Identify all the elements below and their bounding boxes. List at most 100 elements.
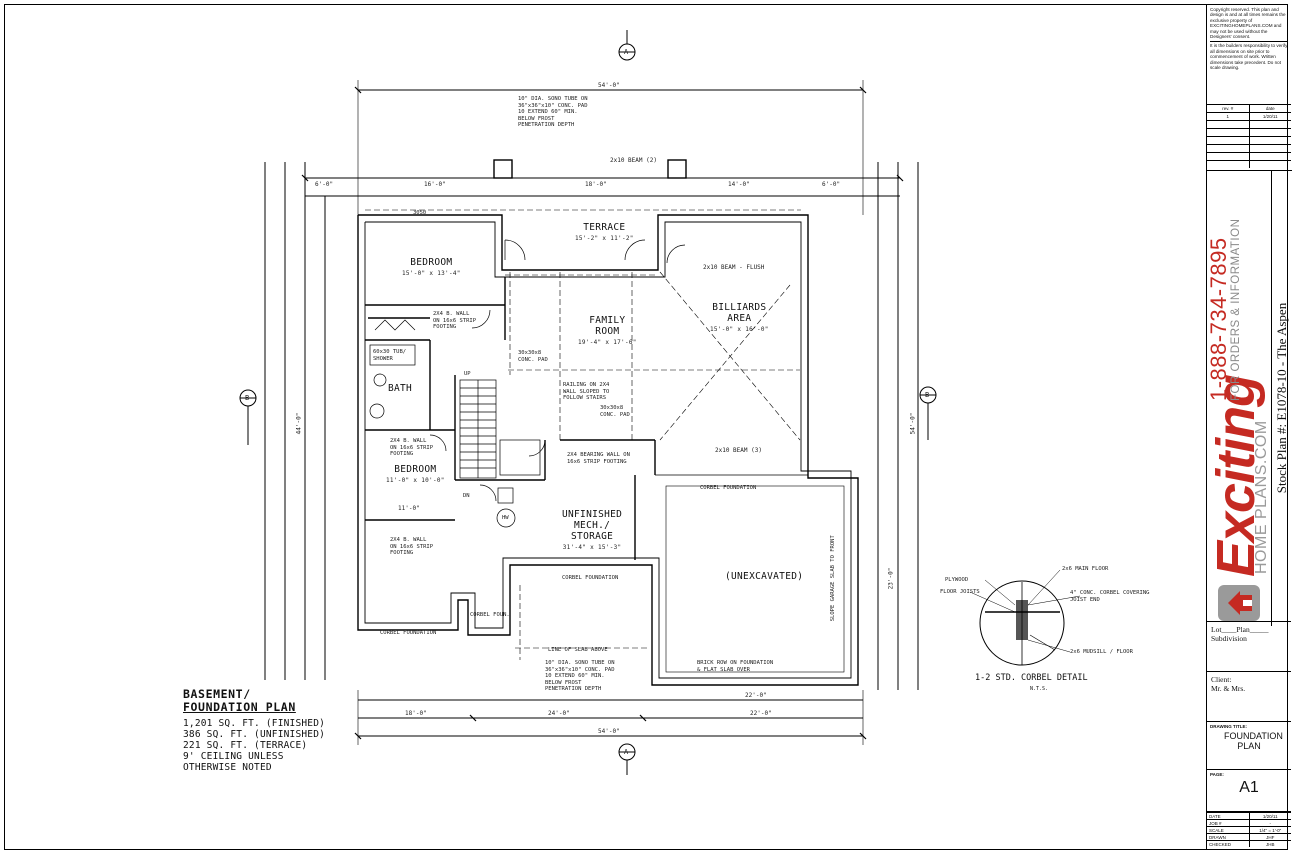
room-unexcavated: (UNEXCAVATED): [725, 571, 804, 582]
corbel-detail-caption: 1-2 STD. CORBEL DETAIL: [975, 673, 1088, 683]
subdivision-field: Subdivision: [1211, 634, 1247, 643]
stock-plan-panel: Stock Plan #: E1078-10 - The Aspen: [1271, 170, 1292, 626]
room-bedroom-2: BEDROOM 11'-0" x 10'-0": [386, 464, 445, 486]
page-label: PAGE:: [1210, 772, 1224, 777]
copyright-notice: Copyright reserved. This plan and design…: [1210, 7, 1288, 71]
dim-top-mid: 18'-0": [585, 181, 607, 188]
dim-top-left: 16'-0": [424, 181, 446, 188]
legend-unfinished: 386 SQ. FT. (UNFINISHED): [183, 729, 326, 740]
note-corbel-4: CORBEL FOUN.: [470, 612, 510, 618]
section-marker-a-top: A: [624, 48, 629, 56]
room-billiards-name: BILLIARDS: [712, 302, 767, 313]
section-marker-b-right: B: [925, 391, 930, 399]
room-family-name: FAMILY: [589, 315, 626, 326]
room-unfinished: UNFINISHED MECH./ STORAGE 31'-4" x 15'-3…: [562, 509, 622, 553]
legend-terrace: 221 SQ. FT. (TERRACE): [183, 740, 308, 751]
dim-top-right: 14'-0": [728, 181, 750, 188]
note-brick-row: BRICK ROW ON FOUNDATION & FLAT SLAB OVER: [697, 660, 774, 673]
stair-up-label: UP: [464, 371, 471, 377]
brand-orders: FOR ORDERS & INFORMATION: [1230, 218, 1242, 401]
room-bedroom-1: BEDROOM 15'-0" x 13'-4": [402, 257, 461, 279]
title-block: Copyright reserved. This plan and design…: [1206, 4, 1292, 850]
note-sonotube-top: 10" DIA. SONO TUBE ON 36"x36"x10" CONC. …: [518, 96, 588, 128]
note-pad-2: 30x30x8 CONC. PAD: [600, 405, 630, 418]
dim-bottom-right: 22'-0": [750, 710, 772, 717]
section-marker-b-left: B: [245, 394, 250, 402]
stair-dn-label: DN: [463, 493, 470, 499]
room-terrace-name: TERRACE: [583, 222, 626, 233]
room-unfinished-size: 31'-4" x 15'-3": [562, 544, 622, 551]
note-slab-line: LINE OF SLAB ABOVE: [548, 647, 608, 653]
room-family-size: 19'-4" x 17'-6": [578, 339, 637, 346]
plan-title-line-1: BASEMENT/: [183, 687, 251, 701]
beam-top-label: 2x10 BEAM (2): [610, 157, 657, 164]
brand-panel: Exciting HOME PLANS.COM 1-888-734-7895 F…: [1206, 170, 1271, 626]
room-billiards: BILLIARDS AREA 15'-0" x 16'-0": [710, 302, 769, 335]
lot-section: Lot____Plan_____ Subdivision: [1207, 621, 1291, 671]
note-wall-2: 2X4 B. WALL ON 16x6 STRIP FOOTING: [390, 438, 434, 457]
note-pad-1: 30x30x8 CONC. PAD: [518, 350, 548, 363]
legend-otherwise: OTHERWISE NOTED: [183, 762, 272, 773]
corbel-label-mudsill: 2x6 MUDSILL / FLOOR: [1070, 649, 1133, 655]
beam-flush-label: 2x10 BEAM - FLUSH: [703, 264, 765, 271]
drawing-title-label: DRAWING TITLE:: [1210, 724, 1247, 729]
dim-overall-left: 44'-0": [295, 412, 303, 435]
drawing-title: FOUNDATION PLAN: [1224, 731, 1283, 751]
note-corbel-1: CORBEL FOUNDATION: [700, 485, 757, 491]
room-bedroom-2-size: 11'-0" x 10'-0": [386, 477, 445, 484]
room-terrace-size: 15'-2" x 11'-2": [575, 235, 634, 242]
note-sonotube-bottom: 10" DIA. SONO TUBE ON 36"x36"x10" CONC. …: [545, 660, 615, 692]
room-bedroom-1-name: BEDROOM: [410, 257, 453, 268]
dim-garage-width: 22'-0": [745, 692, 767, 699]
corbel-label-plywood: PLYWOOD: [945, 577, 969, 583]
room-family: FAMILY ROOM 19'-4" x 17'-6": [578, 315, 637, 348]
note-railing: RAILING ON 2X4 WALL SLOPED TO FOLLOW STA…: [563, 382, 610, 401]
legend-finished: 1,201 SQ. FT. (FINISHED): [183, 718, 326, 729]
plan-title-line-2: FOUNDATION PLAN: [183, 700, 296, 714]
room-unfinished-name: UNFINISHED: [562, 509, 623, 520]
dim-bottom-left: 18'-0": [405, 710, 427, 717]
window-label: 3050: [413, 210, 427, 216]
drawing-sheet: [4, 4, 1288, 850]
page-number: A1: [1239, 779, 1259, 796]
dim-overall-bottom: 54'-0": [598, 728, 620, 735]
client-section: Client: Mr. & Mrs.: [1207, 671, 1291, 721]
room-unfinished-name-2: MECH./: [574, 520, 611, 531]
note-corbel-3: CORBEL FOUNDATION: [380, 630, 437, 636]
room-bath-name: BATH: [388, 383, 413, 394]
room-unfinished-name-3: STORAGE: [571, 531, 614, 542]
brand-subtitle: HOME PLANS.COM: [1253, 420, 1270, 574]
note-wall-3: 2X4 B. WALL ON 16x6 STRIP FOOTING: [390, 537, 434, 556]
room-billiards-name-2: AREA: [727, 313, 752, 324]
stock-plan-number: Stock Plan #: E1078-10 - The Aspen: [1274, 302, 1289, 494]
section-marker-a-bottom: A: [624, 748, 629, 756]
corbel-label-conc: 4" CONC. CORBEL COVERING JOIST END: [1070, 590, 1150, 603]
note-tub: 60x30 TUB/ SHOWER: [373, 349, 407, 362]
dim-garage-depth: 23'-0": [887, 567, 895, 590]
room-family-name-2: ROOM: [595, 326, 620, 337]
dim-overall-top: 54'-0": [598, 82, 620, 89]
plan-legend: BASEMENT/ FOUNDATION PLAN 1,201 SQ. FT. …: [183, 687, 326, 774]
room-bedroom-1-size: 15'-0" x 13'-4": [402, 270, 461, 277]
brand-phone: 1-888-734-7895: [1206, 237, 1231, 401]
beam-mid-label: 2x10 BEAM (3): [715, 447, 762, 454]
room-billiards-size: 15'-0" x 16'-0": [710, 326, 769, 333]
page-section: PAGE: A1: [1207, 769, 1291, 811]
note-wall-1: 2X4 B. WALL ON 16x6 STRIP FOOTING: [433, 311, 477, 330]
dim-bottom-mid: 24'-0": [548, 710, 570, 717]
lot-plan-field: Lot____Plan_____: [1211, 625, 1269, 634]
room-terrace: TERRACE 15'-2" x 11'-2": [575, 222, 634, 244]
dim-top-ext-left: 6'-0": [315, 181, 334, 188]
room-bath: BATH: [388, 383, 412, 394]
client-value: Mr. & Mrs.: [1211, 684, 1246, 693]
dim-top-ext-right: 6'-0": [822, 181, 841, 188]
client-label: Client:: [1211, 675, 1232, 684]
floor-plan-drawing: [239, 30, 1081, 775]
drawing-title-section: DRAWING TITLE: FOUNDATION PLAN: [1207, 721, 1291, 769]
note-corbel-2: CORBEL FOUNDATION: [562, 575, 619, 581]
room-bedroom-2-name: BEDROOM: [394, 464, 437, 475]
note-bearing-wall: 2X4 BEARING WALL ON 16x6 STRIP FOOTING: [567, 452, 630, 465]
dim-gauge: 11'-0": [398, 505, 420, 512]
